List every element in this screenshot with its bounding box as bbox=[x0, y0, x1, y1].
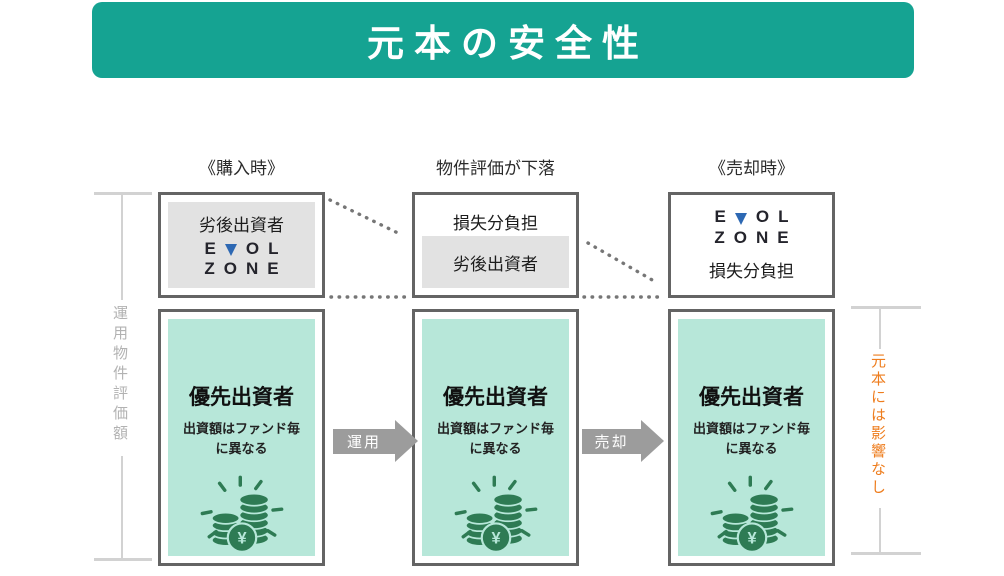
logo-letter-e: E bbox=[204, 238, 216, 258]
priority-subtitle-line1: 出資額はファンド毎 bbox=[436, 421, 554, 436]
logo-zone: ZONE bbox=[714, 227, 798, 247]
priority-subtitle-line1: 出資額はファンド毎 bbox=[182, 421, 300, 436]
dotted-diagonal-1 bbox=[328, 198, 404, 237]
loss-share-label: 損失分負担 bbox=[453, 213, 538, 233]
logo-letter-l: L bbox=[778, 207, 789, 227]
priority-title: 優先出資者 bbox=[699, 386, 804, 409]
subordinated-label: 劣後出資者 bbox=[453, 254, 538, 274]
loss-share-area: 損失分負担 bbox=[415, 201, 576, 241]
priority-box-decline: 優先出資者 出資額はファンド毎 に異なる ¥ bbox=[412, 309, 579, 566]
logo-zone: ZONE bbox=[204, 259, 288, 279]
left-bracket-top-tick bbox=[94, 192, 152, 195]
coin-stack-icon: ¥ bbox=[200, 475, 283, 554]
logo-v-triangle-icon bbox=[734, 212, 747, 225]
priority-subtitle-line2: に異なる bbox=[469, 441, 522, 457]
priority-subtitle-line2: に異なる bbox=[725, 441, 778, 457]
priority-box-purchase: 優先出資者 出資額はファンド毎 に異なる ¥ bbox=[158, 309, 325, 566]
left-bracket-line-lower bbox=[121, 456, 123, 558]
operation-arrow-label: 運用 bbox=[346, 434, 381, 451]
yen-symbol: ¥ bbox=[747, 530, 757, 548]
subordinated-remaining-area: 劣後出資者 bbox=[422, 236, 569, 288]
loss-share-label: 損失分負担 bbox=[709, 261, 794, 281]
right-bracket-line-upper bbox=[879, 309, 881, 349]
subordinated-box-decline: 損失分負担 劣後出資者 bbox=[412, 192, 579, 298]
priority-subtitle-line2: に異なる bbox=[215, 441, 268, 457]
evol-zone-logo: E O L ZONE bbox=[195, 238, 288, 280]
sale-arrow-label: 売却 bbox=[594, 434, 629, 451]
evol-zone-logo: E O L ZONE bbox=[705, 207, 798, 248]
logo-letter-e: E bbox=[714, 207, 726, 227]
logo-letter-l: L bbox=[268, 238, 279, 258]
page-title: 元本の安全性 bbox=[367, 23, 649, 64]
operation-arrow-head-icon bbox=[395, 420, 418, 462]
sale-arrow: 売却 bbox=[582, 429, 641, 454]
right-bracket-line-lower bbox=[879, 508, 881, 552]
left-bracket-bottom-tick bbox=[94, 558, 152, 561]
yen-symbol: ¥ bbox=[237, 530, 247, 548]
yen-symbol: ¥ bbox=[491, 530, 501, 548]
right-bracket-top-tick bbox=[851, 306, 921, 309]
priority-title: 優先出資者 bbox=[189, 386, 294, 409]
column-header-purchase: 《購入時》 bbox=[199, 158, 284, 178]
column-header-sale: 《売却時》 bbox=[709, 158, 794, 178]
title-banner: 元本の安全性 bbox=[92, 2, 914, 78]
subordinated-label: 劣後出資者 bbox=[199, 215, 284, 235]
subordinated-area: 劣後出資者 E O L ZONE bbox=[168, 202, 315, 288]
coin-stack-icon: ¥ bbox=[710, 475, 793, 554]
priority-subtitle-line1: 出資額はファンド毎 bbox=[692, 421, 810, 436]
subordinated-box-purchase: 劣後出資者 E O L ZONE bbox=[158, 192, 325, 298]
sale-arrow-head-icon bbox=[641, 420, 664, 462]
dotted-diagonal-2 bbox=[586, 241, 656, 283]
logo-v-triangle-icon bbox=[224, 244, 237, 257]
left-bracket-line-upper bbox=[121, 195, 123, 300]
priority-box-sale: 優先出資者 出資額はファンド毎 に異なる ¥ bbox=[668, 309, 835, 566]
priority-title: 優先出資者 bbox=[443, 386, 548, 409]
operation-arrow: 運用 bbox=[333, 429, 395, 454]
coin-stack-icon: ¥ bbox=[454, 475, 537, 554]
column-header-decline: 物件評価が下落 bbox=[436, 158, 555, 178]
logo-letter-o: O bbox=[245, 238, 260, 258]
logo-letter-o: O bbox=[755, 207, 770, 227]
right-bracket-bottom-tick bbox=[851, 552, 921, 555]
subordinated-box-sale: E O L ZONE 損失分負担 bbox=[668, 192, 835, 298]
right-note-label: 元本には影響なし bbox=[869, 353, 886, 497]
left-axis-label: 運用物件評価額 bbox=[111, 305, 128, 445]
